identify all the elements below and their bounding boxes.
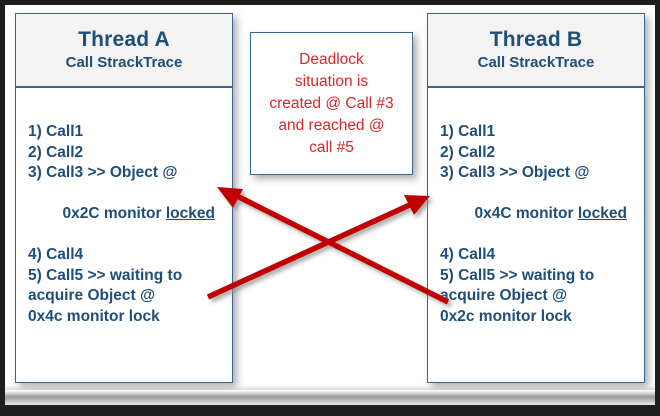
deadlock-note-box: Deadlock situation is created @ Call #3 … bbox=[250, 32, 413, 175]
thread-b-trace-line-5: 4) Call4 bbox=[440, 246, 496, 263]
thread-b-trace-line-8: 0x2c monitor lock bbox=[440, 307, 572, 325]
thread-b-trace-line-2: 2) Call2 bbox=[440, 143, 496, 161]
thread-a-locked-underline: locked bbox=[165, 205, 215, 222]
thread-b-trace-line-1: 1) Call1 bbox=[440, 123, 496, 140]
thread-a-trace-line-5: 4) Call4 bbox=[28, 246, 84, 263]
page-bottom-soft-shadow bbox=[5, 385, 655, 393]
deadlock-note-text: Deadlock situation is created @ Call #3 … bbox=[269, 49, 393, 159]
frame-right bbox=[655, 0, 660, 416]
thread-b-header-box: Thread B Call StrackTrace bbox=[427, 13, 645, 87]
deadlock-note-line-2: situation is bbox=[294, 72, 369, 90]
thread-a-trace-line-7: acquire Object @ bbox=[28, 287, 156, 304]
deadlock-note-line-5: call #5 bbox=[309, 138, 354, 156]
thread-a-trace-line-1: 1) Call1 bbox=[28, 123, 84, 140]
thread-a-header-box: Thread A Call StrackTrace bbox=[15, 13, 233, 87]
thread-a-trace-line-2: 2) Call2 bbox=[28, 143, 84, 161]
deadlock-note-line-1: Deadlock bbox=[299, 50, 364, 68]
deadlock-note-line-4: and reached @ bbox=[278, 116, 385, 134]
frame-bottom bbox=[0, 405, 660, 416]
diagram-page: Thread A Call StrackTrace 1) Call1 2) Ca… bbox=[5, 5, 655, 405]
thread-b-trace-line-3: 3) Call3 >> Object @ bbox=[440, 164, 590, 181]
thread-b-trace-box: 1) Call1 2) Call2 3) Call3 >> Object @ 0… bbox=[427, 87, 645, 383]
thread-a-subtitle: Call StrackTrace bbox=[65, 54, 183, 72]
arrow-b-waits-on-a bbox=[217, 187, 450, 305]
thread-a-monitor-addr: 0x2C monitor bbox=[62, 205, 166, 222]
thread-a-title: Thread A bbox=[78, 27, 170, 51]
page-bottom-shade bbox=[5, 390, 655, 405]
frame-top bbox=[0, 0, 660, 5]
thread-a-trace-box: 1) Call1 2) Call2 3) Call3 >> Object @ 0… bbox=[15, 87, 233, 383]
thread-b-subtitle: Call StrackTrace bbox=[477, 54, 595, 72]
thread-a-trace-line-8: 0x4c monitor lock bbox=[28, 307, 160, 325]
thread-a-trace-line-4: 0x2C monitor locked bbox=[28, 184, 232, 246]
thread-b-monitor-addr: 0x4C monitor bbox=[474, 205, 578, 222]
thread-b-trace-line-7: acquire Object @ bbox=[440, 287, 568, 304]
thread-b-trace-line-6: 5) Call5 >> waiting to bbox=[440, 266, 595, 284]
thread-b-title: Thread B bbox=[489, 27, 583, 51]
frame-left bbox=[0, 0, 5, 416]
thread-a-trace-line-3: 3) Call3 >> Object @ bbox=[28, 164, 178, 181]
deadlock-note-line-3: created @ Call #3 bbox=[269, 94, 394, 112]
arrow-a-waits-on-b bbox=[206, 195, 430, 300]
thread-b-trace-line-4: 0x4C monitor locked bbox=[440, 184, 644, 246]
thread-b-locked-underline: locked bbox=[577, 205, 627, 222]
thread-a-trace-line-6: 5) Call5 >> waiting to bbox=[28, 266, 183, 284]
